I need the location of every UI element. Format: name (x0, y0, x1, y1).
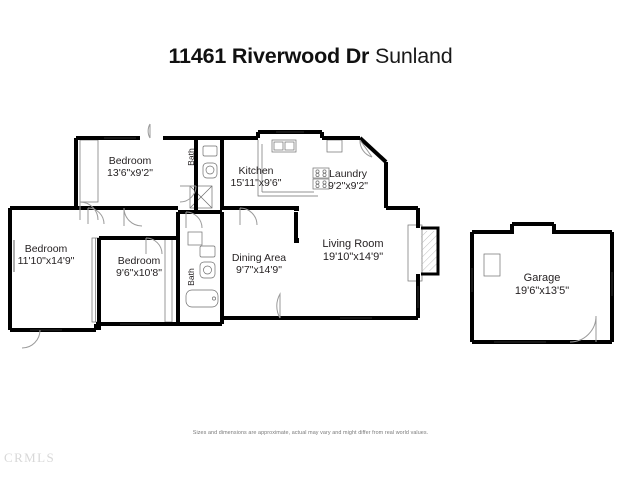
burner-5 (315, 180, 320, 185)
toilet-bath-lower (199, 261, 216, 279)
sink-bath-upper (202, 145, 218, 157)
burner-1 (315, 169, 320, 174)
garage-windows (471, 268, 613, 343)
shower-bath-lower (187, 231, 203, 246)
post-garage-b (552, 226, 556, 234)
oven (312, 178, 330, 190)
windows-group (13, 131, 419, 331)
kitchen-counter (257, 140, 318, 197)
sink-bath-lower (199, 245, 216, 258)
fireplace (421, 226, 440, 276)
door-bedroom-topleft-hall (87, 207, 105, 225)
door-bedroom-left (123, 207, 143, 227)
post-dining-b (294, 238, 299, 243)
title-street: 11461 Riverwood Dr (168, 44, 370, 68)
door-closet-topleft (79, 201, 99, 221)
door-kitchen (239, 207, 258, 226)
door-bath-lower (185, 211, 203, 229)
closet-hall-upper (189, 185, 213, 209)
door-bedroom-middle (145, 237, 163, 255)
garage-window (483, 253, 501, 277)
closet-bedroom-middle (164, 237, 173, 323)
garage-door-group (569, 315, 597, 343)
watermark-logo: CRMLS (4, 450, 56, 465)
door-exterior-left (21, 329, 41, 349)
wall-posts (294, 206, 556, 243)
burner-6c (322, 184, 327, 188)
toilet-bath-upper (202, 162, 218, 179)
washer (326, 139, 343, 153)
stove (312, 167, 330, 179)
burner-6b (315, 184, 320, 188)
closet-cross-b (189, 185, 213, 209)
door-garage-side (569, 315, 597, 343)
fixtures-group (79, 139, 501, 323)
burner-2 (322, 169, 327, 174)
fireplace-hatch (421, 231, 437, 271)
title-city: Sunland (369, 44, 453, 68)
door-bath-upper (179, 185, 197, 203)
closet-bedroom-topleft (79, 139, 99, 203)
tub-drain (212, 296, 216, 301)
wall-laundry-diagonal (358, 136, 388, 164)
burner-3 (315, 173, 320, 177)
disclaimer-text: Sizes and dimensions are approximate, ac… (192, 430, 429, 436)
toilet-bowl-bath-lower (203, 265, 212, 275)
burner-4 (322, 173, 327, 177)
kitchen-sink-basin-right (284, 141, 295, 151)
toilet-bowl-bath-upper (205, 165, 215, 175)
doors-group (21, 123, 373, 349)
living-room-niche (407, 224, 423, 282)
post-dining-a (294, 206, 299, 211)
burner-6 (322, 180, 327, 185)
door-leaf-5 (359, 139, 373, 158)
garage-walls (470, 222, 614, 344)
kitchen-sink (271, 139, 297, 153)
door-laundry (359, 139, 373, 158)
page-title: 11461 Riverwood Dr Sunland (0, 44, 621, 69)
kitchen-sink-basin-left (273, 141, 284, 151)
bathtub (185, 289, 219, 308)
post-garage-a (510, 226, 514, 234)
